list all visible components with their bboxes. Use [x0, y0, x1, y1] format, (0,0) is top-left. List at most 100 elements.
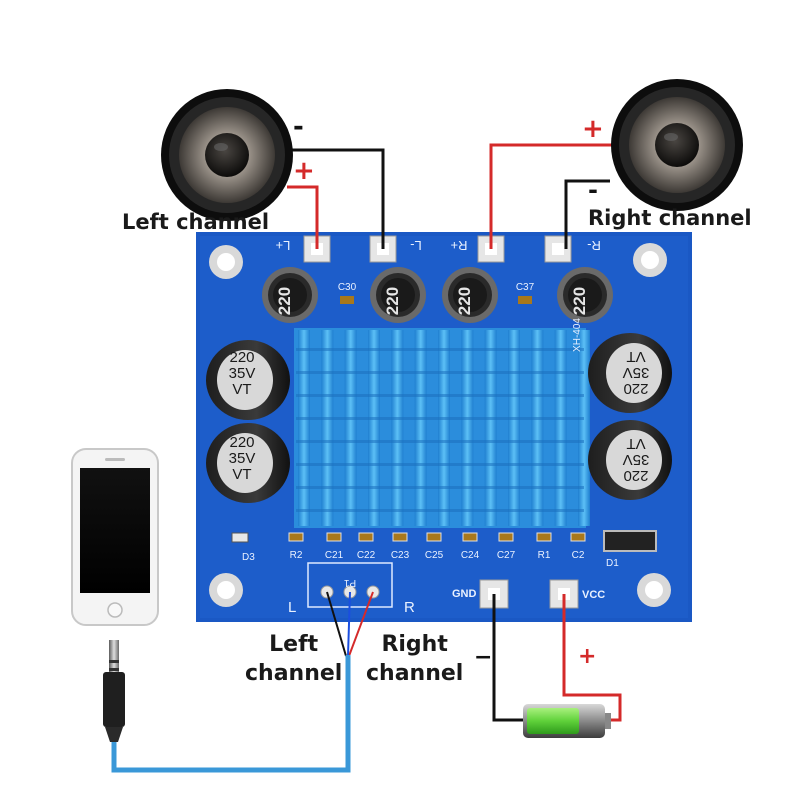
electrolytic-cap-right-bottom [588, 420, 672, 500]
right-channel-top-label: Right channel [588, 206, 752, 230]
wire-battery-minus [492, 594, 528, 722]
wire-right-speaker-plus [489, 143, 614, 249]
heatsink-fin [344, 330, 357, 526]
battery-minus-sign: − [474, 645, 493, 670]
heatsink-fin [321, 330, 334, 526]
smd-cap-c37 [518, 296, 532, 304]
heatsink-fin [414, 330, 427, 526]
smd-component-c24 [462, 532, 478, 542]
battery-icon [523, 704, 611, 738]
heatsink-fin [391, 330, 404, 526]
silk-right-minus: R- [587, 238, 601, 253]
mounting-hole-top-right [633, 243, 667, 277]
heatsink [294, 328, 590, 528]
jack-ring-2 [109, 668, 119, 671]
heatsink-groove [296, 348, 584, 351]
inductor-4-value: 220 [570, 287, 589, 315]
electrolytic-capacitors [206, 333, 672, 503]
smd-cap-c30 [340, 296, 354, 304]
mounting-hole-bottom-left [209, 573, 243, 607]
left-channel-top-label: Left channel [122, 210, 270, 234]
heatsink-fin [461, 330, 474, 526]
silk-left-minus: L- [410, 238, 422, 253]
cap-rb-series: VT [626, 435, 645, 452]
heatsink-groove [296, 440, 584, 443]
silk-d3: D3 [242, 552, 255, 563]
smd-component-c21 [326, 532, 342, 542]
silkscreen: L+ L- R+ R- C30 C37 XH-404 D3 D1 P1 L R … [242, 238, 619, 616]
heatsink-groove [296, 394, 584, 397]
electrolytic-cap-left-bottom [206, 423, 290, 503]
electrolytic-cap-left-top [206, 340, 290, 420]
electrolytic-markings: 220 35V VT 220 35V VT 220 35V VT 220 35V… [229, 348, 650, 484]
heatsink-groove [296, 371, 584, 374]
wire-audio-cable [111, 655, 351, 773]
silk-c30: C30 [338, 282, 357, 293]
left-speaker-minus-sign: - [293, 112, 304, 142]
left-channel-bottom-label: Left channel [245, 632, 343, 686]
heatsink-groove [296, 509, 584, 512]
right-speaker-minus-sign: - [588, 176, 598, 204]
inductor-3-value: 220 [455, 287, 474, 315]
heatsink-fin [368, 330, 380, 526]
inductors [262, 267, 613, 323]
left-speaker-plus-sign: + [293, 156, 315, 186]
heatsink-groove [296, 417, 584, 420]
silk-vcc: VCC [582, 589, 605, 601]
wire-left-speaker-minus [285, 148, 385, 249]
wire-battery-plus [562, 594, 622, 722]
mounting-holes [209, 243, 671, 607]
right-speaker-icon [611, 79, 743, 211]
mounting-hole-bottom-right [637, 573, 671, 607]
right-speaker-plus-sign: + [582, 114, 604, 144]
heatsink-groove [296, 486, 584, 489]
cap-rt-value: 220 [623, 380, 648, 397]
left-speaker-icon [161, 89, 293, 221]
inductor-1 [262, 267, 318, 323]
inductor-4 [557, 267, 613, 323]
wire-right-speaker-minus [564, 179, 610, 249]
silk-label-r2: R2 [290, 550, 303, 561]
battery-plus-sign: + [578, 644, 597, 669]
jack-body [103, 672, 125, 727]
jack-ring [109, 660, 119, 663]
smd-component-row [288, 532, 586, 542]
heatsink-fins [296, 330, 590, 526]
silk-gnd: GND [452, 588, 477, 600]
heatsink-fin [298, 330, 310, 526]
smd-component-c23 [392, 532, 408, 542]
cap-rb-value: 220 [623, 467, 648, 484]
inductor-1-value: 220 [275, 287, 294, 315]
silk-model: XH-404 [572, 318, 583, 352]
diode-d3 [231, 532, 249, 543]
smd-component-c27 [498, 532, 514, 542]
silk-c37: C37 [516, 282, 535, 293]
inductor-2 [370, 267, 426, 323]
silk-input-right: R [404, 599, 415, 616]
silk-label-c2: C2 [572, 550, 585, 561]
silk-label-c24: C24 [461, 550, 480, 561]
jack-strain-relief [105, 727, 123, 742]
smartphone-icon [71, 448, 159, 626]
silk-right-plus: R+ [451, 238, 468, 253]
smd-component-c2 [570, 532, 586, 542]
silk-label-c27: C27 [497, 550, 516, 561]
inductor-values: 220 220 220 220 [275, 287, 589, 315]
mounting-hole-top-left [209, 245, 243, 279]
heatsink-fin [484, 330, 497, 526]
inductor-2-value: 220 [383, 287, 402, 315]
right-channel-bottom-label: Right channel [366, 632, 464, 686]
smd-component-c25 [426, 532, 442, 542]
cap-lb-value: 220 [229, 434, 254, 451]
silk-label-c22: C22 [357, 550, 376, 561]
cap-lb-voltage: 35V [229, 450, 256, 467]
electrolytic-cap-right-top [588, 333, 672, 413]
heatsink-fin [531, 330, 544, 526]
wire-audio-ground [347, 591, 351, 657]
cap-lb-series: VT [232, 466, 251, 483]
heatsink-fin [554, 330, 567, 526]
heatsink-fin [508, 330, 520, 526]
